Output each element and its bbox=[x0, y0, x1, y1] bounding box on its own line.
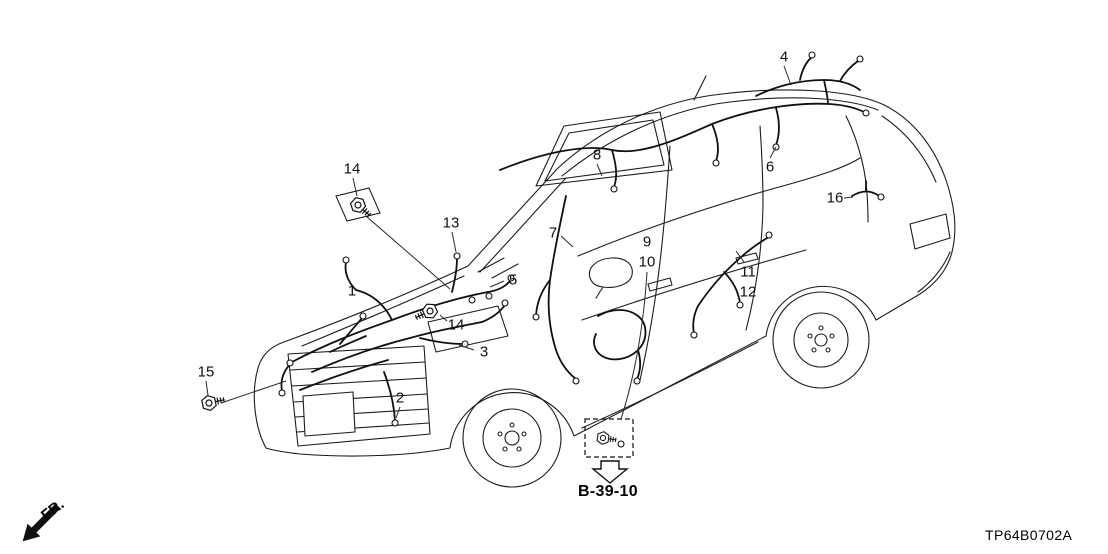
callout-5[interactable]: 5 bbox=[508, 271, 518, 289]
callout-12[interactable]: 12 bbox=[739, 283, 757, 301]
down-arrow-icon bbox=[591, 460, 629, 484]
wheels bbox=[462, 291, 870, 488]
beltline bbox=[577, 157, 861, 257]
d-pillar bbox=[845, 115, 869, 223]
rear-door-handle bbox=[735, 252, 759, 265]
callout-7[interactable]: 7 bbox=[548, 224, 558, 242]
grille bbox=[287, 345, 431, 447]
grille-slats bbox=[289, 361, 430, 433]
rocker-line bbox=[581, 341, 759, 429]
headlight bbox=[427, 305, 509, 353]
harness-connectors bbox=[278, 51, 885, 427]
callout-11[interactable]: 11 bbox=[740, 263, 756, 281]
reference-callout-box bbox=[584, 418, 634, 484]
callout-4[interactable]: 4 bbox=[779, 48, 789, 66]
roof-drip-line bbox=[561, 97, 879, 177]
bolt-bracket bbox=[335, 187, 381, 222]
antenna bbox=[693, 75, 707, 101]
b-pillar-door-line bbox=[639, 145, 671, 381]
character-line bbox=[581, 249, 807, 321]
car-body-outline bbox=[253, 75, 956, 457]
callout-13[interactable]: 13 bbox=[442, 214, 460, 232]
callout-10[interactable]: 10 bbox=[638, 253, 656, 271]
roof-harness bbox=[499, 56, 865, 188]
license-plate bbox=[302, 391, 356, 437]
diagram-part-code: TP64B0702A bbox=[985, 527, 1073, 543]
cowl-side-harness bbox=[535, 195, 577, 380]
sunroof-outer bbox=[535, 111, 673, 187]
rear-door-harness bbox=[692, 236, 770, 334]
hood-crease bbox=[301, 275, 465, 347]
bolt-icon-ref bbox=[596, 430, 618, 447]
leader-lines bbox=[205, 65, 854, 420]
wire-harnesses bbox=[278, 51, 885, 427]
reference-code[interactable]: B-39-10 bbox=[578, 483, 638, 500]
dashed-box bbox=[584, 418, 634, 458]
front-door-harness bbox=[593, 309, 647, 380]
rear-window-line bbox=[881, 115, 937, 183]
rear-bumper-crease bbox=[917, 251, 951, 293]
windshield bbox=[479, 177, 567, 273]
c-pillar-door-line bbox=[745, 125, 764, 331]
bolt-icons bbox=[200, 187, 440, 413]
fr-arrow-icon bbox=[22, 503, 61, 542]
callout-14-a[interactable]: 14 bbox=[343, 160, 361, 178]
callout-1[interactable]: 1 bbox=[347, 282, 357, 300]
callout-8[interactable]: 8 bbox=[592, 146, 602, 164]
callout-16[interactable]: 16 bbox=[826, 189, 844, 207]
callout-3[interactable]: 3 bbox=[479, 343, 489, 361]
callout-15[interactable]: 15 bbox=[197, 363, 215, 381]
callout-9[interactable]: 9 bbox=[642, 233, 652, 251]
quarter-harness bbox=[851, 180, 880, 197]
rear-wheel bbox=[772, 291, 870, 389]
callout-2[interactable]: 2 bbox=[395, 389, 405, 407]
callout-6[interactable]: 6 bbox=[765, 158, 775, 176]
fr-direction-indicator: FR. bbox=[22, 496, 68, 542]
front-wheel bbox=[462, 388, 562, 488]
side-mirror bbox=[588, 257, 633, 299]
taillight bbox=[909, 213, 951, 250]
sunroof-inner bbox=[544, 119, 665, 182]
callout-14-b[interactable]: 14 bbox=[447, 316, 465, 334]
body-silhouette bbox=[253, 89, 956, 457]
front-door-handle bbox=[647, 277, 673, 292]
wipers bbox=[477, 257, 519, 279]
